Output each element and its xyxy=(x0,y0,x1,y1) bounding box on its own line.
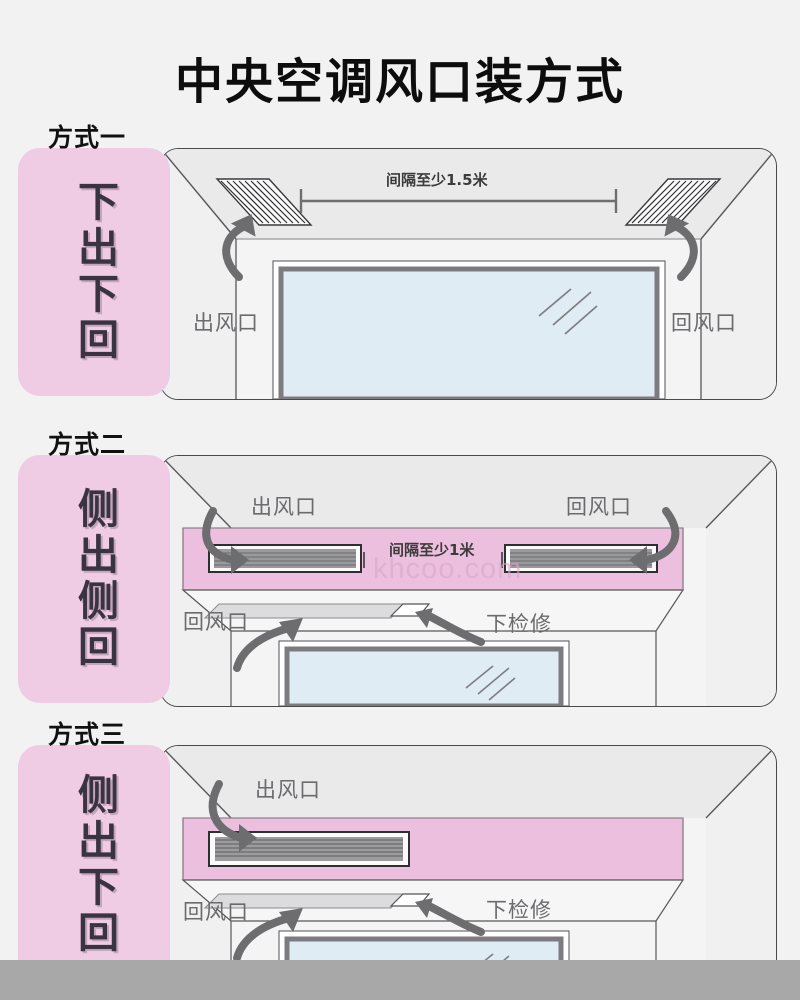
method-3-supply-label: 出风口 xyxy=(255,778,321,802)
method-3-index-label: 方式三 xyxy=(48,720,127,749)
method-2-room-illustration: 出风口 回风口 回风口 下检修 间隔至少1米 khcoo.com xyxy=(160,455,777,707)
method-2-tab: 侧出侧回 xyxy=(18,455,170,703)
room-diagram-3 xyxy=(161,746,776,989)
method-1-room-illustration: 间隔至少1.5米 出风口 回风口 xyxy=(160,148,777,400)
method-section-1: 方式一 下出下回 xyxy=(0,118,800,418)
method-3-room-illustration: 出风口 回风口 下检修 xyxy=(160,745,777,990)
method-section-3: 方式三 侧出下回 xyxy=(0,715,800,1000)
method-2-index-label: 方式二 xyxy=(48,430,127,459)
method-1-supply-label: 出风口 xyxy=(193,311,259,335)
method-1-tab: 下出下回 xyxy=(18,148,170,396)
method-3-return-bottom-label: 回风口 xyxy=(183,900,249,924)
method-3-access-panel-label: 下检修 xyxy=(486,898,552,922)
method-3-tab-text: 侧出下回 xyxy=(70,773,119,957)
method-1-dimension-note: 间隔至少1.5米 xyxy=(386,171,488,189)
method-2-access-panel-label: 下检修 xyxy=(486,612,552,636)
room-diagram-2 xyxy=(161,456,776,706)
method-1-return-label: 回风口 xyxy=(671,311,737,335)
method-3-tab: 侧出下回 xyxy=(18,745,170,985)
method-2-supply-label: 出风口 xyxy=(251,495,317,519)
method-2-return-side-label: 回风口 xyxy=(566,495,632,519)
method-1-index-label: 方式一 xyxy=(48,123,127,152)
method-2-dimension-note: 间隔至少1米 xyxy=(389,541,475,559)
floor-band xyxy=(0,960,800,1000)
method-section-2: 方式二 侧出侧回 xyxy=(0,425,800,725)
method-1-tab-text: 下出下回 xyxy=(70,180,119,364)
watermark: khcoo.com xyxy=(373,553,523,585)
method-2-tab-text: 侧出侧回 xyxy=(70,487,119,671)
method-2-return-bottom-label: 回风口 xyxy=(183,610,249,634)
room-diagram-1 xyxy=(161,149,776,399)
page-title: 中央空调风口装方式 xyxy=(174,54,625,110)
